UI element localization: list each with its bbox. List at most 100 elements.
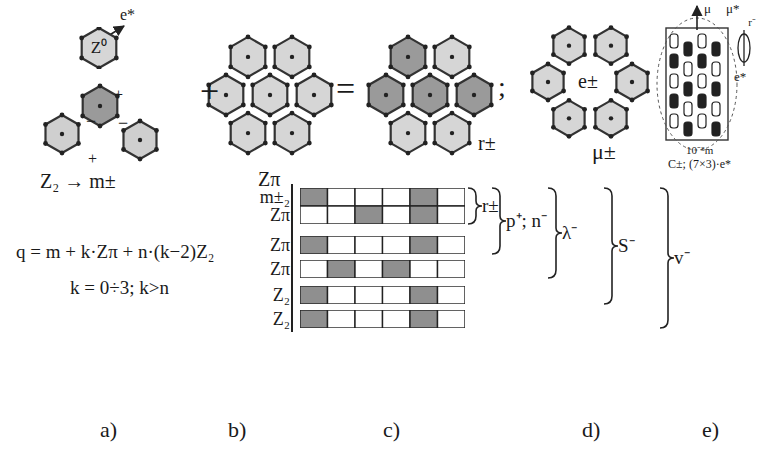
grouping-brace (604, 188, 618, 304)
annotation-label: p⁺; n⁻ (506, 211, 547, 232)
vertex-dot (272, 44, 277, 49)
vertex-dot (546, 98, 551, 103)
vertex-dot (138, 157, 143, 162)
dipole-cylinder (698, 114, 706, 128)
vertex-dot (624, 52, 629, 57)
vertex-dot (410, 103, 415, 108)
vertex-dot (60, 151, 65, 156)
annotation-label: = (336, 70, 355, 107)
band-cell (300, 206, 328, 224)
vertex-dot (307, 44, 312, 49)
vertex-dot (250, 83, 255, 88)
vertex-dot (630, 98, 635, 103)
hexagon-cell (413, 75, 448, 115)
band-row: Zπ (300, 260, 465, 278)
hexagon-cell (231, 37, 266, 77)
vertex-dot (388, 121, 393, 126)
vertex-dot (561, 89, 566, 94)
moment-arrow (696, 6, 698, 30)
vertex-dot (530, 71, 535, 76)
annotation-label: − (118, 114, 128, 134)
hexagon-cell (231, 113, 266, 153)
annotation-label: c) (383, 418, 400, 442)
vertex-dot (388, 141, 393, 146)
band-cell (410, 286, 438, 304)
vertex-dot (645, 71, 650, 76)
center-dot (246, 55, 250, 59)
center-dot (60, 132, 64, 136)
hexagon-cell (369, 75, 404, 115)
annotation-label: r⁻ (748, 16, 756, 28)
band-cell (438, 260, 466, 278)
annotation-label: e± (578, 70, 598, 92)
band-row: Zπ (300, 236, 465, 254)
annotation-label: ; (498, 72, 506, 103)
annotation-label: r± (478, 132, 496, 154)
annotation-label: b) (228, 418, 246, 442)
vertex-dot (246, 74, 251, 79)
vertex-dot (290, 151, 295, 156)
annotation-label: v⁻ (674, 248, 690, 269)
vertex-dot (154, 128, 159, 133)
hexagon-cell (595, 28, 626, 64)
vertex-dot (467, 64, 472, 69)
vertex-dot (76, 122, 81, 127)
vertex-dot (263, 64, 268, 69)
vertex-dot (614, 89, 619, 94)
vertex-dot (593, 125, 598, 130)
band-cell (355, 286, 383, 304)
band-cell (383, 286, 411, 304)
vertex-dot (241, 103, 246, 108)
vertex-dot (272, 64, 277, 69)
vertex-dot (582, 34, 587, 39)
band-row: m±₂Zπ (300, 188, 465, 224)
vertex-dot (467, 44, 472, 49)
annotation-label: k = 0÷3; k>n (70, 278, 169, 299)
vertex-dot (285, 103, 290, 108)
vertex-dot (489, 103, 494, 108)
vertex-dot (329, 103, 334, 108)
field-outline (657, 18, 737, 150)
band-cell (438, 236, 466, 254)
vertex-dot (290, 74, 295, 79)
vertex-dot (609, 25, 614, 30)
center-dot (290, 55, 294, 59)
vertex-dot (388, 64, 393, 69)
vertex-dot (406, 151, 411, 156)
hexagon-cell (532, 64, 563, 100)
vertex-dot (263, 141, 268, 146)
vertex-dot (624, 107, 629, 112)
band-row: Z₂ (300, 310, 465, 328)
vertex-dot (410, 83, 415, 88)
hexagon-cell (553, 28, 584, 64)
dipole-cylinder (712, 42, 720, 56)
vertex-dot (228, 141, 233, 146)
vertex-dot (401, 83, 406, 88)
vertex-dot (609, 98, 614, 103)
band-cell (383, 188, 411, 206)
hexagon-cell (82, 28, 117, 68)
vertex-dot (329, 83, 334, 88)
dipole-cylinder (712, 62, 720, 76)
vertex-dot (228, 44, 233, 49)
vertex-dot (614, 71, 619, 76)
band-cell (355, 260, 383, 278)
dipole-cylinder (684, 82, 692, 96)
vertex-dot (467, 121, 472, 126)
band-cell (410, 206, 438, 224)
vertex-dot (98, 84, 103, 89)
vertex-dot (76, 141, 81, 146)
vertex-dot (450, 34, 455, 39)
band-cell (300, 310, 328, 328)
row-label: Z₂ (273, 310, 290, 328)
dipole-cylinder (684, 42, 692, 56)
vertex-dot (472, 73, 477, 78)
hexagon-node: Z⁰ (78, 27, 120, 69)
vertex-dot (467, 141, 472, 146)
vertex-dot (593, 107, 598, 112)
band-cell (383, 236, 411, 254)
hexagon-cell (253, 75, 288, 115)
vertex-dot (450, 74, 455, 79)
band-cell (410, 260, 438, 278)
vertex-dot (406, 34, 411, 39)
